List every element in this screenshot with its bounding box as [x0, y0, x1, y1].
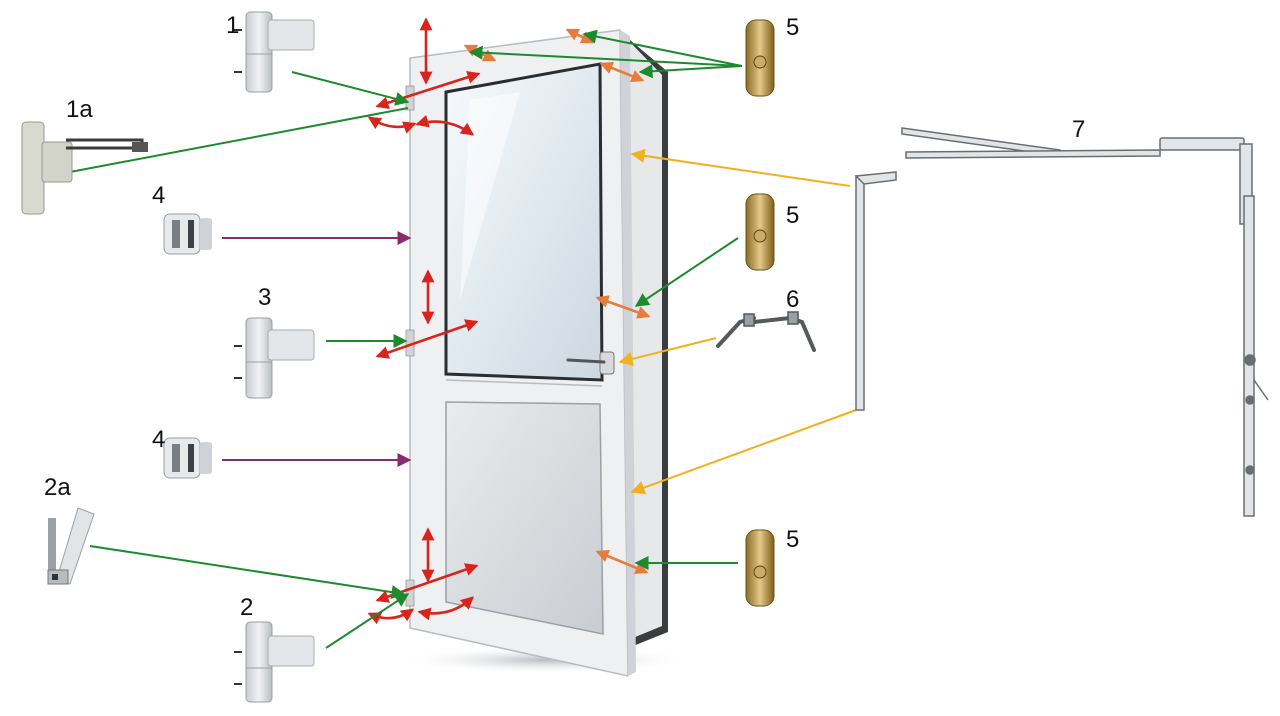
- arrow-hinge-1a: [69, 107, 409, 173]
- arrow-espag-upper: [630, 148, 851, 187]
- arrow-keeper-top-b: [582, 29, 743, 67]
- hinge-1a-image: [21, 121, 148, 215]
- keeper-bottom-image: [745, 529, 775, 607]
- roller-lower-image: [163, 437, 212, 479]
- label-hinge-2: 2: [240, 594, 254, 621]
- door-panel: [445, 401, 604, 635]
- label-hinge-1a: 1a: [66, 96, 93, 123]
- arrow-hinge-2: [325, 593, 410, 649]
- arrow-keeper-top-a: [468, 45, 743, 67]
- hinge-1-image: [234, 11, 315, 93]
- label-keeper-middle: 5: [786, 202, 800, 229]
- adjust-middle-hinge: [375, 269, 479, 359]
- label-keeper-top: 5: [786, 14, 800, 41]
- arrow-hinge-1: [291, 71, 410, 106]
- door: [395, 29, 695, 677]
- glass-highlight: [460, 92, 520, 300]
- arrow-keeper-top-c: [638, 64, 743, 79]
- mid-rail-line: [445, 379, 603, 387]
- arrow-keeper-middle: [634, 237, 739, 307]
- arrow-espag-lower: [630, 409, 857, 495]
- arrow-handle: [618, 337, 717, 366]
- keeper-top-image: [745, 19, 775, 97]
- roller-upper-image: [163, 213, 212, 255]
- hinge-3-image: [234, 317, 315, 399]
- hinge-2a-image: [47, 507, 95, 585]
- label-keeper-bottom: 5: [786, 526, 800, 553]
- label-hinge-1: 1: [226, 12, 240, 39]
- door-handle: [566, 351, 615, 375]
- label-roller-upper: 4: [152, 182, 166, 209]
- label-hinge-3: 3: [258, 284, 272, 311]
- pointer-arrows: [69, 29, 857, 649]
- label-espagnolette: 7: [1072, 116, 1086, 143]
- hinge-2-image: [234, 621, 315, 703]
- keeper-middle-image: [745, 193, 775, 271]
- espagnolette-image: [854, 127, 1269, 517]
- label-hinge-2a: 2a: [44, 474, 71, 501]
- arrow-hinge-2a: [89, 545, 406, 600]
- hinge-on-door-bottom: [405, 579, 415, 607]
- handle-set-image: [716, 311, 816, 352]
- label-handle: 6: [786, 286, 800, 313]
- label-roller-lower: 4: [152, 426, 166, 453]
